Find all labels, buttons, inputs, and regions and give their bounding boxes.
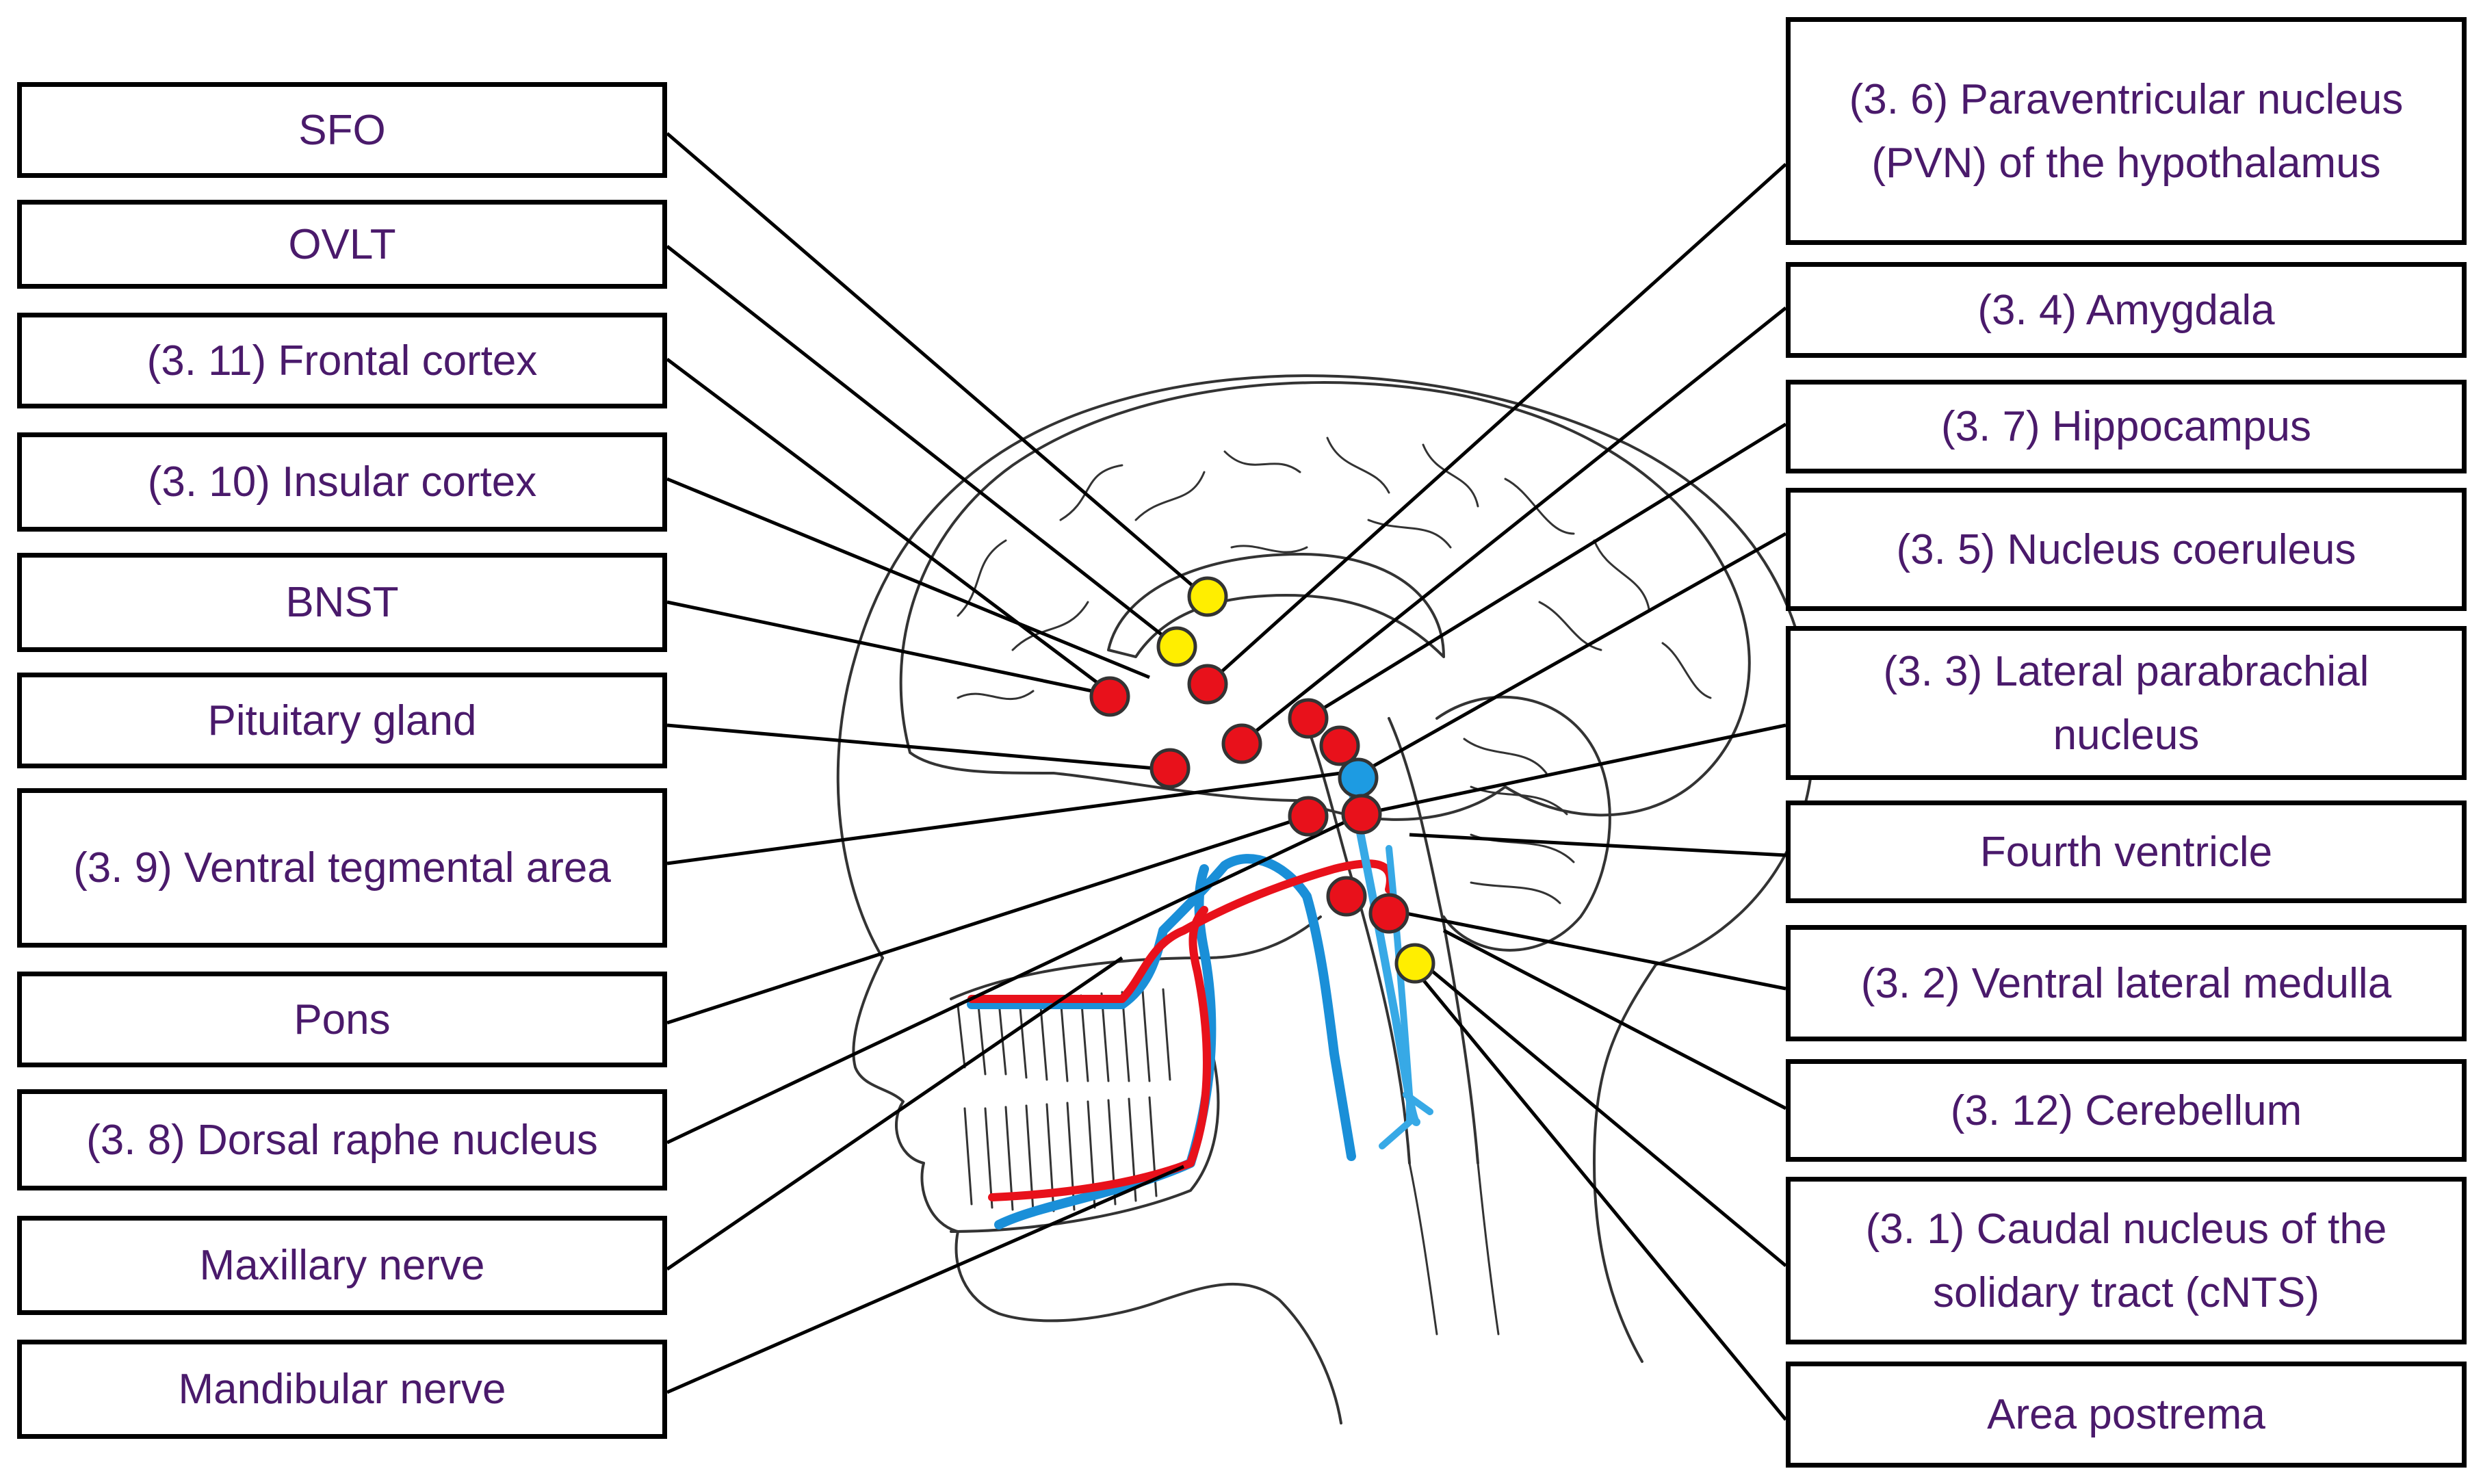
label-cerebellum: (3. 12) Cerebellum	[1786, 1059, 2467, 1162]
neck-back	[1593, 1162, 1643, 1363]
label-ovlt: OVLT	[17, 200, 667, 289]
cerebellum-folia	[1463, 738, 1575, 904]
marker-pituitary	[1149, 748, 1191, 789]
marker-amygdala	[1221, 723, 1262, 764]
maxillary-pathway	[967, 854, 1356, 1161]
marker-pvn	[1187, 664, 1228, 705]
marker-vlm	[1326, 876, 1367, 917]
red-pathway	[967, 859, 1394, 1003]
marker-ovlt	[1156, 626, 1197, 667]
leader-line-maxillary	[666, 956, 1123, 1271]
leader-line-bnst	[666, 600, 1109, 697]
leader-line-cnts	[1415, 956, 1787, 1267]
marker-parabrachial	[1341, 794, 1382, 835]
leader-line-mandibular	[666, 1164, 1185, 1394]
leader-line-hippocampus	[1305, 422, 1787, 720]
label-amygdala: (3. 4) Amygdala	[1786, 262, 2467, 358]
spinal-cord	[1408, 1162, 1500, 1336]
label-paraventricular-nucleus: (3. 6) Paraventricular nucleus (PVN) of …	[1786, 17, 2467, 245]
label-lateral-parabrachial-nucleus: (3. 3) Lateral parabrachial nucleus	[1786, 626, 2467, 780]
marker-hippocampus	[1288, 698, 1329, 739]
maxilla	[950, 915, 1322, 1000]
marker-sfo	[1187, 576, 1228, 617]
label-frontal-cortex: (3. 11) Frontal cortex	[17, 313, 667, 408]
leader-line-pons	[666, 812, 1314, 1025]
label-insular-cortex: (3. 10) Insular cortex	[17, 432, 667, 532]
leader-line-postrema	[1415, 970, 1787, 1421]
leader-line-cerebellum	[1442, 928, 1787, 1110]
cerebellum-outline	[1435, 695, 1611, 952]
label-fourth-ventricle: Fourth ventricle	[1786, 800, 2467, 903]
label-hippocampus: (3. 7) Hippocampus	[1786, 380, 2467, 473]
leader-line-vlm	[1388, 908, 1786, 991]
leader-line-pituitary	[666, 723, 1171, 772]
leader-line-parabrachial	[1361, 723, 1786, 816]
label-bnst: BNST	[17, 553, 667, 652]
leader-line-frontal	[666, 358, 1110, 692]
label-ventral-lateral-medulla: (3. 2) Ventral lateral medulla	[1786, 925, 2467, 1041]
face-profile	[852, 956, 1342, 1424]
marker-nucleus-coeruleus	[1319, 725, 1360, 766]
label-mandibular-nerve: Mandibular nerve	[17, 1340, 667, 1439]
leader-line-amygdala	[1240, 307, 1787, 744]
marker-cnts	[1368, 893, 1409, 934]
leader-line-sfo	[666, 132, 1209, 600]
mandible	[950, 1025, 1220, 1233]
label-ventral-tegmental-area: (3. 9) Ventral tegmental area	[17, 788, 667, 948]
leader-line-coeruleus	[1353, 532, 1787, 779]
marker-pons	[1288, 796, 1329, 837]
leader-line-insular	[666, 477, 1150, 679]
label-caudal-nucleus-solitary-tract: (3. 1) Caudal nucleus of the solidary tr…	[1786, 1177, 2467, 1344]
lower-teeth	[963, 1096, 1158, 1212]
label-maxillary-nerve: Maxillary nerve	[17, 1216, 667, 1315]
label-pons: Pons	[17, 972, 667, 1067]
head-outline	[836, 374, 1815, 1164]
leader-line-fourth	[1409, 833, 1786, 857]
marker-area-postrema	[1394, 943, 1435, 984]
leader-line-pvn	[1206, 163, 1787, 686]
leader-line-raphe	[666, 812, 1363, 1145]
brainstem	[1305, 717, 1479, 1164]
leader-line-ovlt	[666, 245, 1178, 648]
label-area-postrema: Area postrema	[1786, 1362, 2467, 1468]
leader-line-vta	[666, 771, 1342, 865]
red-mandibular-pathway	[988, 906, 1211, 1201]
label-pituitary-gland: Pituitary gland	[17, 673, 667, 768]
marker-blue-coeruleus	[1338, 757, 1379, 798]
label-dorsal-raphe-nucleus: (3. 8) Dorsal raphe nucleus	[17, 1089, 667, 1190]
marker-frontal-cortex	[1089, 676, 1130, 717]
gyri-sulci	[957, 437, 1712, 701]
label-sfo: SFO	[17, 82, 667, 178]
label-nucleus-coeruleus: (3. 5) Nucleus coeruleus	[1786, 488, 2467, 611]
